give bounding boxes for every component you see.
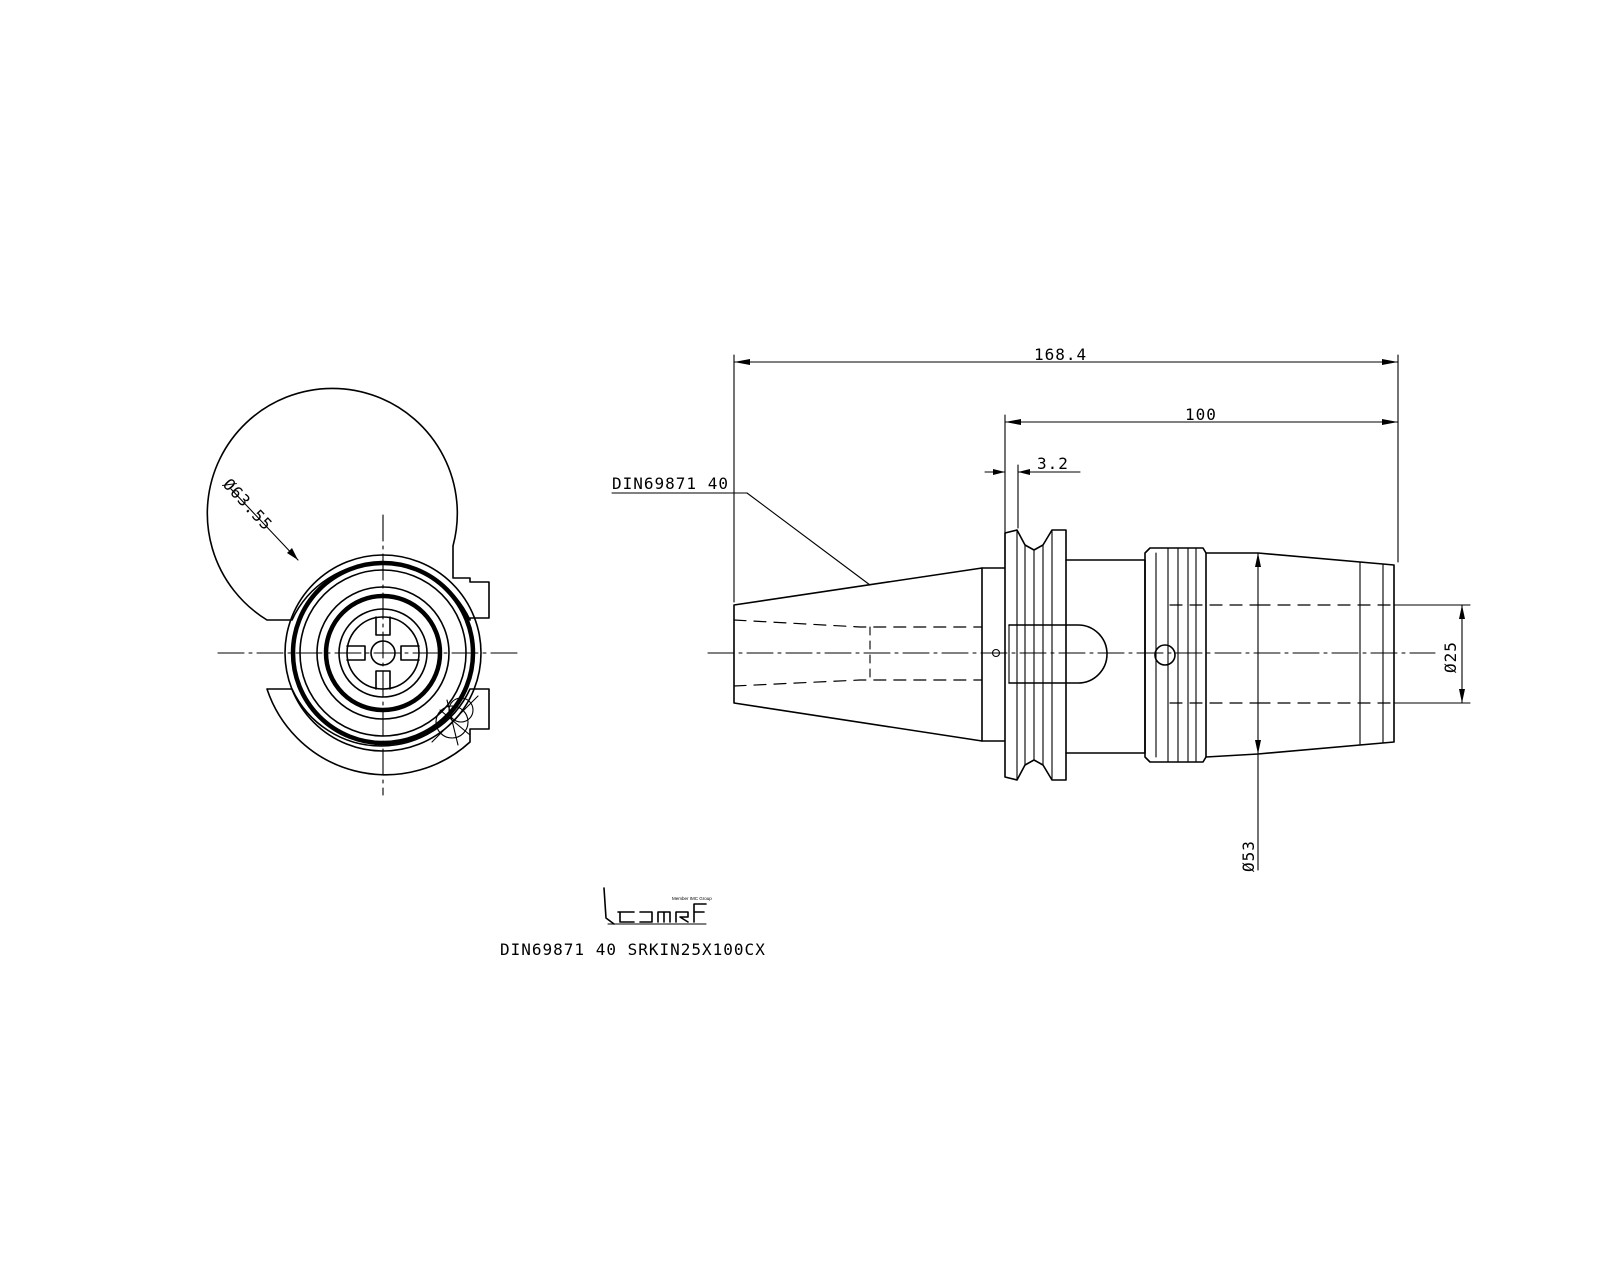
orientation-pin bbox=[991, 648, 1001, 658]
nose-diameter-label: Ø53 bbox=[1239, 840, 1258, 872]
flange-offset-arrow-left bbox=[993, 469, 1005, 475]
collar-body bbox=[1065, 559, 1146, 754]
flange-v-groove bbox=[1016, 529, 1053, 781]
clamp-cross bbox=[346, 616, 420, 690]
company-logo: Member IMC Group bbox=[603, 887, 712, 925]
taper-hidden-bore bbox=[733, 619, 983, 687]
nut-hidden-bore bbox=[1169, 604, 1259, 704]
flange-diameter-leader bbox=[230, 488, 299, 561]
flange-offset-arrow-right bbox=[1018, 469, 1030, 475]
nose-ring bbox=[323, 593, 443, 713]
overall-length-arrow-left bbox=[734, 359, 750, 365]
side-view: 168.4 100 3.2 DIN69871 40 Ø25 Ø53 bbox=[611, 345, 1471, 872]
logo-tagline: Member IMC Group bbox=[672, 896, 712, 901]
end-view: Ø63.55 bbox=[206, 387, 523, 796]
flange-body bbox=[981, 529, 1067, 781]
gauge-length-arrow-right bbox=[1382, 419, 1398, 425]
nose-outer-ring bbox=[316, 586, 450, 720]
nose-diameter-arrow-bottom bbox=[1255, 740, 1261, 754]
overall-length-label: 168.4 bbox=[1034, 345, 1087, 364]
bore-diameter-arrow-bottom bbox=[1459, 689, 1465, 703]
flange-offset-label: 3.2 bbox=[1037, 454, 1069, 473]
overall-length-arrow-right bbox=[1382, 359, 1398, 365]
flange-diameter-arrow bbox=[287, 548, 298, 560]
bore-ring bbox=[338, 608, 428, 698]
gauge-length-arrow-left bbox=[1005, 419, 1021, 425]
taper-shank bbox=[733, 567, 983, 742]
drive-slot bbox=[1008, 624, 1108, 684]
nut-thread-lines bbox=[1155, 547, 1197, 763]
nose-taper bbox=[1205, 552, 1395, 758]
coolant-hole bbox=[1154, 644, 1176, 666]
logo-mark bbox=[603, 887, 707, 925]
v-groove-outer-ring bbox=[284, 554, 482, 752]
flange-face-ring bbox=[299, 569, 467, 737]
center-hole bbox=[370, 640, 396, 666]
bore-diameter-label: Ø25 bbox=[1441, 641, 1460, 673]
bore-diameter-arrow-top bbox=[1459, 605, 1465, 619]
taper-callout-leader bbox=[746, 492, 871, 586]
gauge-length-label: 100 bbox=[1185, 405, 1217, 424]
orientation-notch-marks bbox=[431, 695, 479, 746]
bore-inner-ring bbox=[346, 616, 420, 690]
bore-hidden bbox=[1257, 604, 1395, 704]
flange-diameter-label: Ø63.55 bbox=[219, 475, 276, 535]
taper-callout-label: DIN69871 40 bbox=[612, 474, 729, 493]
part-number: DIN69871 40 SRKIN25X100CX bbox=[500, 940, 766, 959]
nose-diameter-arrow-top bbox=[1255, 553, 1261, 567]
v-groove-ring bbox=[290, 560, 476, 746]
